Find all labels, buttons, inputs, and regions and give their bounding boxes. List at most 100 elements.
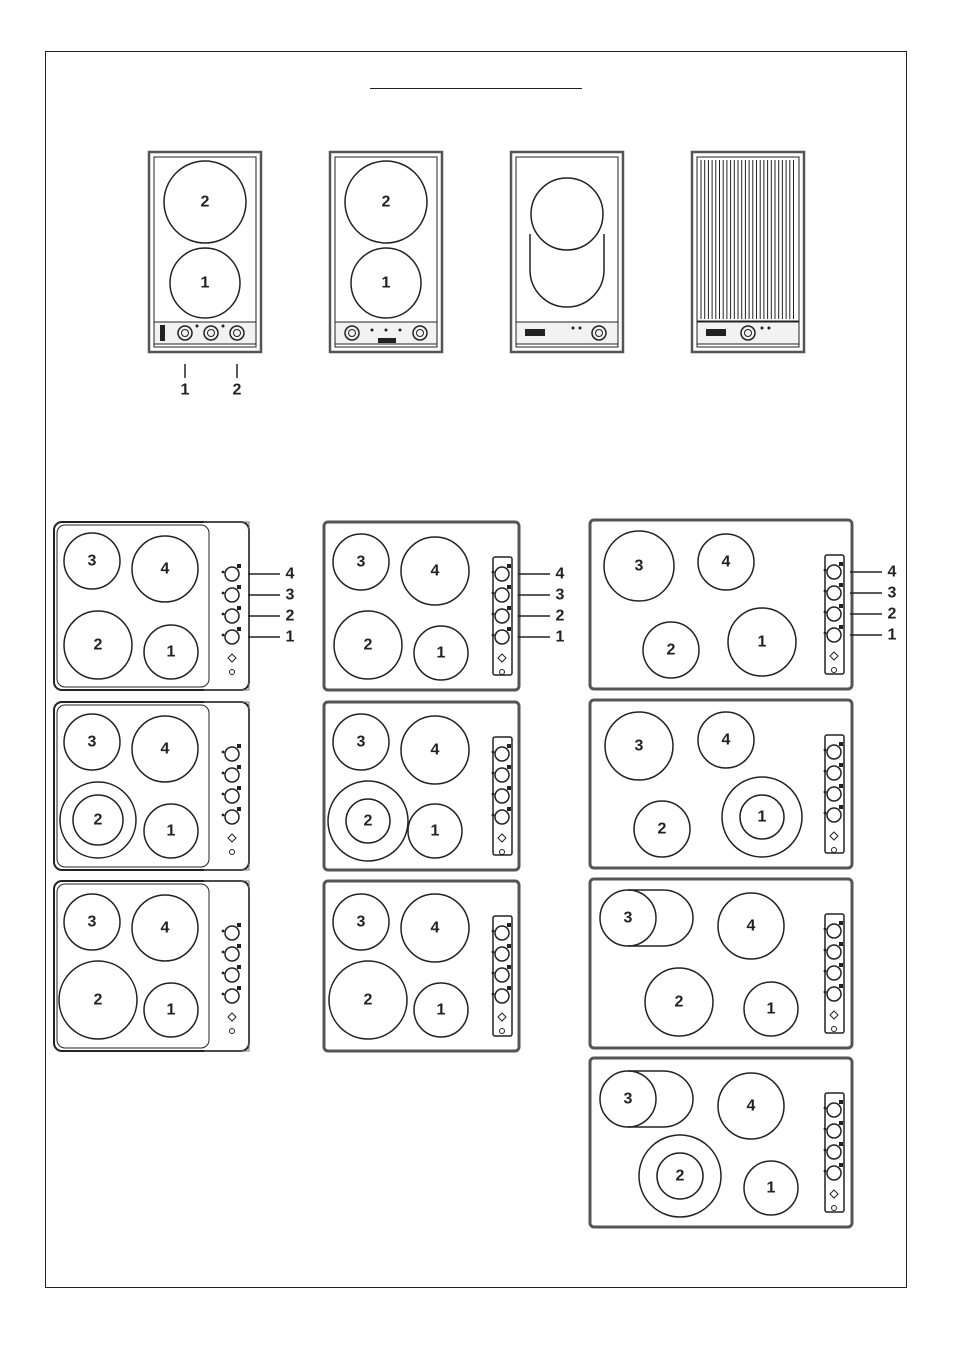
diamond-indicator: [227, 653, 237, 663]
knob-indicator: [839, 763, 843, 767]
control-knob: [591, 325, 607, 341]
hob-outer-frame: [509, 150, 625, 354]
control-knob: [494, 587, 510, 603]
control-knob: [826, 1144, 842, 1160]
zone-number-rear: 2: [201, 194, 210, 211]
cooking-zone-3: [642, 621, 700, 679]
zone-number: 2: [94, 812, 103, 829]
hob-outer-frame: [322, 700, 521, 872]
zone-number: 3: [88, 553, 97, 570]
control-knob: [229, 325, 245, 341]
knob-dot: [491, 992, 495, 996]
control-knob: [826, 1165, 842, 1181]
knob-indicator: [237, 944, 241, 948]
control-knob-center: [416, 329, 424, 337]
zone-number: 2: [658, 821, 667, 838]
control-callout-number: 2: [888, 606, 897, 623]
control-callout-number: 3: [888, 585, 897, 602]
cooking-zone-4: [413, 982, 469, 1038]
hob-glass-edge: [56, 883, 210, 1049]
control-knob-center: [744, 329, 752, 337]
cooking-zone-3: [58, 960, 138, 1040]
control-knob: [826, 807, 842, 823]
zone-number: 3: [357, 734, 366, 751]
knob-dot: [823, 748, 827, 752]
control-knob: [224, 988, 240, 1004]
zone-number: 2: [364, 813, 373, 830]
power-indicator: [831, 667, 837, 673]
cooking-zone-3: [633, 800, 691, 858]
control-knob: [494, 925, 510, 941]
knob-dot: [823, 990, 827, 994]
cooking-zone-3: [333, 610, 403, 680]
knob-dot: [221, 971, 225, 975]
knob-dot: [491, 591, 495, 595]
knob-dot: [491, 633, 495, 637]
diamond-indicator: [497, 833, 507, 843]
control-knob: [826, 627, 842, 643]
knob-indicator: [839, 942, 843, 946]
knob-indicator: [839, 921, 843, 925]
indicator-bar: [706, 329, 726, 336]
hob-glass-edge: [56, 524, 210, 688]
knob-indicator: [237, 744, 241, 748]
knob-indicator: [237, 564, 241, 568]
hob-outer-frame: [322, 520, 521, 692]
knob-dot: [221, 929, 225, 933]
cooking-zone-1: [599, 1070, 657, 1128]
cooking-zone-3: [72, 794, 124, 846]
title-underline: [370, 88, 582, 89]
cooking-zone-2: [717, 892, 785, 960]
cooking-zone-3: [328, 960, 408, 1040]
zone-number: 1: [167, 644, 176, 661]
cooking-zone-2: [131, 715, 199, 783]
knob-indicator: [839, 625, 843, 629]
knob-dot: [823, 1148, 827, 1152]
dual-zone-outer-ring: [59, 781, 137, 859]
control-callout-number: 3: [286, 587, 295, 604]
knob-dot: [491, 792, 495, 796]
control-knob: [494, 608, 510, 624]
cooking-zone-front: [169, 247, 241, 319]
control-knob-center: [233, 329, 241, 337]
zone-number: 4: [161, 920, 170, 937]
hob-glass-edge: [56, 704, 210, 868]
cooking-zone-2: [400, 893, 470, 963]
zone-number: 1: [167, 823, 176, 840]
knob-indicator: [237, 786, 241, 790]
cooking-zone-4: [727, 607, 797, 677]
hob-outer-frame: [322, 879, 521, 1053]
knob-indicator: [507, 606, 511, 610]
knob-indicator: [507, 807, 511, 811]
knob-dot: [823, 811, 827, 815]
extended-oval-zone: [628, 1070, 694, 1128]
control-knob: [826, 564, 842, 580]
control-knob: [203, 325, 219, 341]
indicator-light: [160, 325, 165, 341]
zone-number: 1: [437, 1002, 446, 1019]
zone-number: 3: [624, 1091, 633, 1108]
power-indicator: [229, 849, 235, 855]
knob-dot: [491, 771, 495, 775]
knob-indicator: [839, 583, 843, 587]
cooking-zone-2: [697, 711, 755, 769]
cooking-zone-2: [400, 536, 470, 606]
control-knob: [224, 587, 240, 603]
control-knob: [224, 767, 240, 783]
cooking-zone-1: [63, 532, 121, 590]
control-knob: [494, 566, 510, 582]
knob-indicator: [507, 627, 511, 631]
hob-outer-frame: [588, 877, 854, 1050]
knob-dot: [491, 929, 495, 933]
knob-dot: [221, 612, 225, 616]
knob-indicator: [237, 585, 241, 589]
control-knob: [826, 786, 842, 802]
cooking-zone-1: [63, 713, 121, 771]
marker-dot: [571, 326, 575, 330]
callout-number: 2: [233, 382, 242, 399]
cooking-zone-3: [644, 967, 714, 1037]
control-knob: [826, 765, 842, 781]
control-knob: [826, 986, 842, 1002]
